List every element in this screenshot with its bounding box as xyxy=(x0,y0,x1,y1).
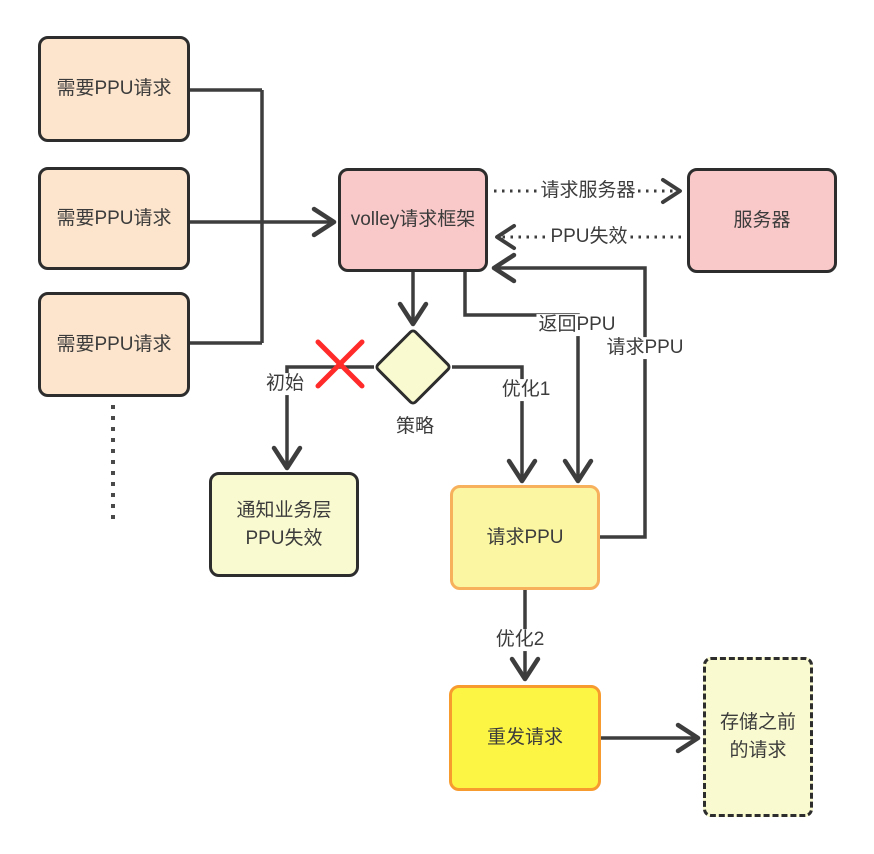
node-label-strategy: 策略 xyxy=(395,416,435,438)
edge-label-request-ppu: 请求PPU xyxy=(604,337,686,359)
node-resend-request: 重发请求 xyxy=(449,685,601,791)
edge-label-opt2: 优化2 xyxy=(493,629,547,651)
edge-label-opt1: 优化1 xyxy=(499,379,553,401)
edge-label-return-ppu: 返回PPU xyxy=(536,314,618,336)
edge-label-request-server: 请求服务器 xyxy=(538,180,638,202)
node-volley-framework: volley请求框架 xyxy=(338,168,488,272)
edge-label-initial: 初始 xyxy=(263,373,307,395)
edge-request-ppu-loop xyxy=(491,252,647,539)
node-stored-requests: 存储之前 的请求 xyxy=(703,657,813,817)
edge-opt1-branch xyxy=(452,365,538,484)
node-request-ppu: 请求PPU xyxy=(450,485,600,590)
node-need-ppu-request-2: 需要PPU请求 xyxy=(38,167,190,270)
edge-trunk-left-requests xyxy=(190,88,264,345)
node-notify-business-layer: 通知业务层 PPU失效 xyxy=(209,472,359,577)
red-x-mark xyxy=(315,339,365,389)
node-need-ppu-request-1: 需要PPU请求 xyxy=(38,36,190,142)
edge-label-ppu-invalid: PPU失效 xyxy=(548,226,630,248)
edge-return-ppu xyxy=(463,272,594,484)
node-need-ppu-request-3: 需要PPU请求 xyxy=(38,292,190,397)
node-server: 服务器 xyxy=(687,168,837,273)
